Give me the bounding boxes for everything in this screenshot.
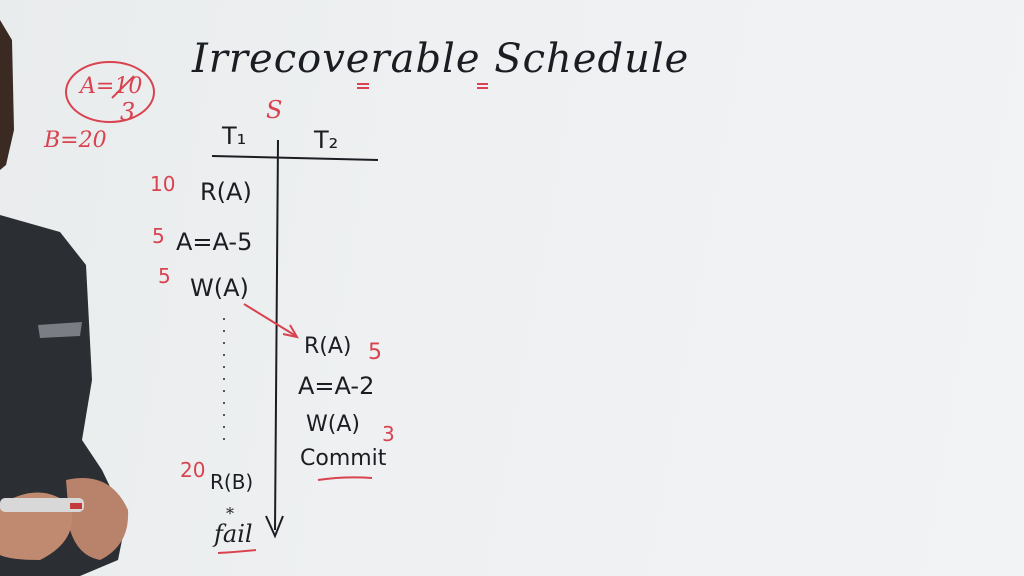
b-value: B=20 (44, 128, 107, 153)
fail-underline (217, 549, 257, 554)
t1-step-value: 20 (180, 458, 206, 482)
a-initial-value: A=10 (80, 74, 143, 99)
t1-step-op: fail (214, 520, 253, 548)
fail-mark: * (226, 504, 234, 523)
timeline-arrowhead (265, 515, 284, 539)
schedule-marker: S (266, 96, 283, 124)
t2-step-value: 5 (368, 340, 382, 365)
dirty-read-arrow (243, 303, 297, 337)
presenter-figure (0, 20, 129, 576)
strike-mark (111, 75, 135, 99)
t2-step-op: W(A) (306, 412, 360, 437)
page-title: Irrecoverable Schedule (192, 36, 690, 82)
a-updated-value: 3 (120, 98, 136, 126)
commit-underline (317, 476, 373, 481)
t1-step-value: 10 (150, 172, 176, 196)
t2-step-value: 3 (382, 422, 395, 446)
table-header-line (211, 155, 379, 161)
t2-step-op: R(A) (304, 334, 352, 359)
t1-step-op: A=A-5 (176, 228, 253, 256)
timeline-axis (274, 139, 279, 531)
t2-step-op: Commit (300, 446, 387, 471)
t1-step-op: R(B) (210, 470, 254, 494)
t2-step-op: A=A-2 (298, 372, 375, 400)
t1-step-value: 5 (152, 224, 165, 248)
t1-step-value: 5 (158, 264, 171, 288)
t1-step-op: R(A) (200, 178, 252, 206)
column-t2: T₂ (314, 126, 339, 154)
a-value-circle (65, 61, 155, 123)
column-t1: T₁ (222, 122, 247, 150)
t1-step-op: W(A) (190, 274, 249, 302)
